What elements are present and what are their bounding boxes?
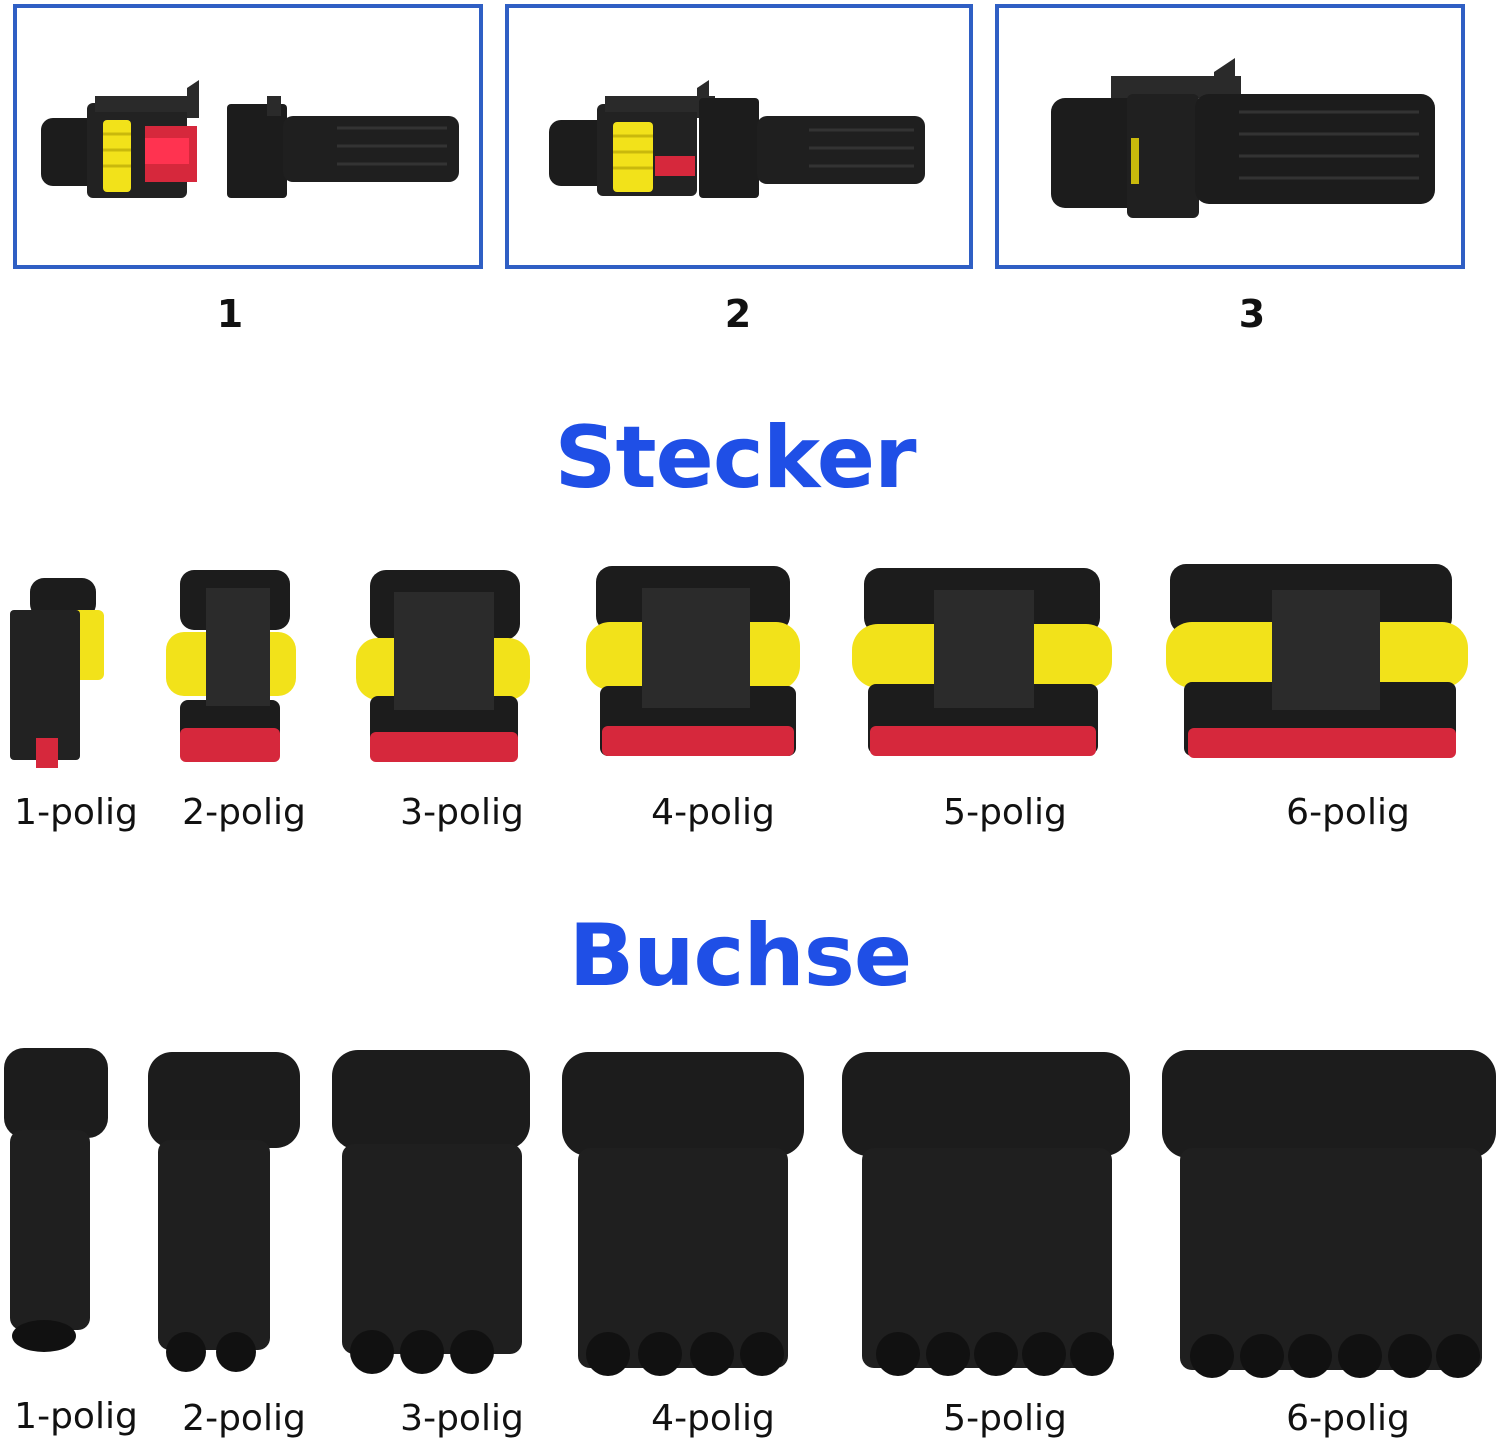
stecker-label-1-polig: 1-polig xyxy=(14,792,138,833)
stecker-connectors-row xyxy=(10,564,1468,768)
buchse-6-polig-image xyxy=(1162,1050,1496,1378)
buchse-4-polig-image xyxy=(562,1052,804,1376)
step-1-connector-image xyxy=(41,80,459,198)
stecker-3-polig-image xyxy=(356,570,530,762)
buchse-connectors-row xyxy=(4,1048,1496,1378)
step-3-panel xyxy=(995,4,1465,269)
step-2-panel xyxy=(505,4,973,269)
stecker-2-polig-image xyxy=(166,570,296,762)
stecker-heading: Stecker xyxy=(554,408,917,508)
buchse-1-polig-image xyxy=(4,1048,108,1352)
buchse-label-6-polig: 6-polig xyxy=(1286,1398,1410,1439)
stecker-label-5-polig: 5-polig xyxy=(943,792,1067,833)
stecker-6-polig-image xyxy=(1166,564,1468,758)
stecker-4-polig-image xyxy=(586,566,800,756)
buchse-3-polig-image xyxy=(332,1050,530,1374)
stecker-1-polig-image xyxy=(10,578,104,768)
stecker-5-polig-image xyxy=(852,568,1112,756)
step-2-number: 2 xyxy=(724,292,752,336)
buchse-label-1-polig: 1-polig xyxy=(14,1396,138,1437)
buchse-label-4-polig: 4-polig xyxy=(651,1398,775,1439)
step-2-connector-image xyxy=(549,80,925,198)
buchse-heading: Buchse xyxy=(568,906,913,1006)
stecker-label-4-polig: 4-polig xyxy=(651,792,775,833)
buchse-label-3-polig: 3-polig xyxy=(400,1398,524,1439)
step-3-connector-image xyxy=(1051,58,1435,218)
step-1-number: 1 xyxy=(216,292,244,336)
stecker-label-6-polig: 6-polig xyxy=(1286,792,1410,833)
buchse-5-polig-image xyxy=(842,1052,1130,1376)
buchse-label-2-polig: 2-polig xyxy=(182,1398,306,1439)
step-1-panel xyxy=(13,4,483,269)
stecker-label-2-polig: 2-polig xyxy=(182,792,306,833)
buchse-2-polig-image xyxy=(148,1052,300,1372)
step-3-number: 3 xyxy=(1238,292,1266,336)
buchse-label-5-polig: 5-polig xyxy=(943,1398,1067,1439)
stecker-label-3-polig: 3-polig xyxy=(400,792,524,833)
